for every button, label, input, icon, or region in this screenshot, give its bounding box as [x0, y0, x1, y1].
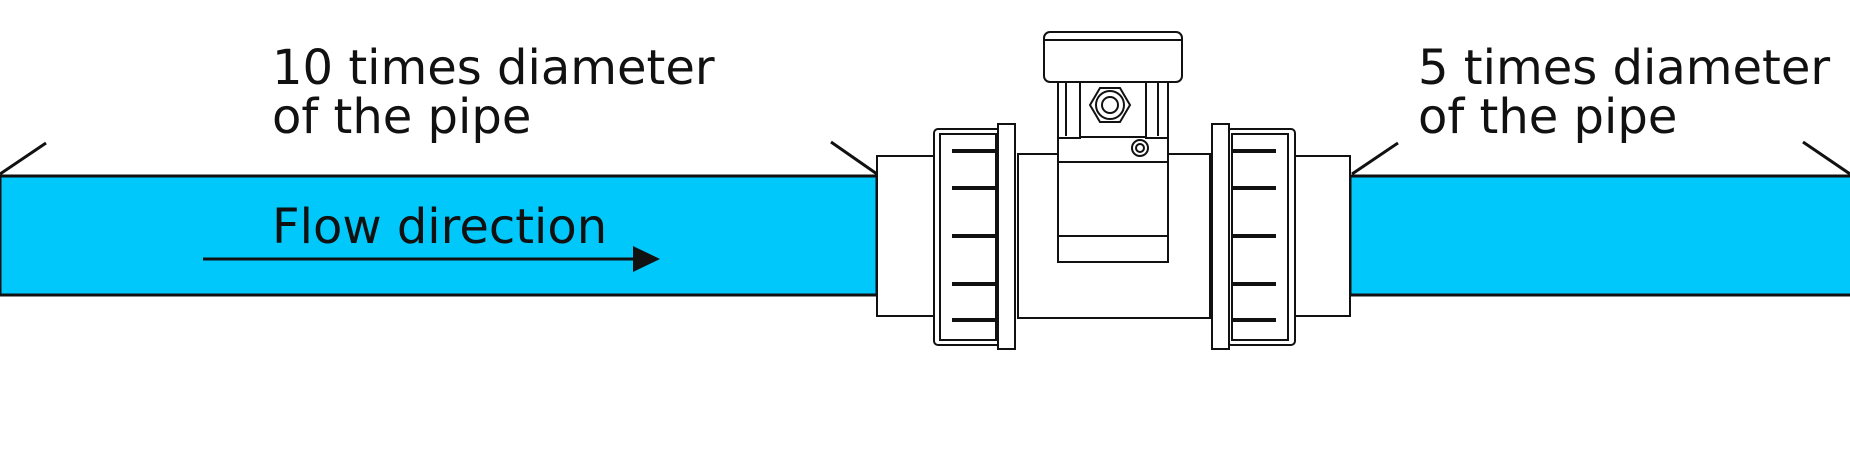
flow-direction-arrow — [203, 246, 660, 272]
cable-gland-icon — [1088, 87, 1132, 123]
sensor-housing — [1057, 136, 1169, 263]
upstream-distance-label-line1: 10 times diameter — [272, 40, 715, 96]
upstream-dimension-ticks — [0, 140, 878, 176]
flow-direction-label: Flow direction — [272, 199, 607, 255]
screw-icon — [1131, 139, 1149, 157]
right-union-nut — [1211, 123, 1296, 350]
downstream-pipe — [1348, 174, 1850, 297]
upstream-distance-label-line2: of the pipe — [272, 89, 531, 145]
display-head — [1043, 31, 1183, 83]
right-spigot — [1291, 155, 1351, 317]
downstream-distance-label-line1: 5 times diameter — [1418, 40, 1830, 96]
left-neck-post — [1057, 79, 1081, 139]
downstream-dimension-ticks — [1351, 140, 1850, 176]
flowmeter — [876, 31, 1351, 350]
downstream-distance-label-line2: of the pipe — [1418, 89, 1677, 145]
left-union-nut — [933, 123, 1016, 350]
upstream-pipe — [0, 174, 879, 297]
left-spigot — [876, 155, 936, 317]
